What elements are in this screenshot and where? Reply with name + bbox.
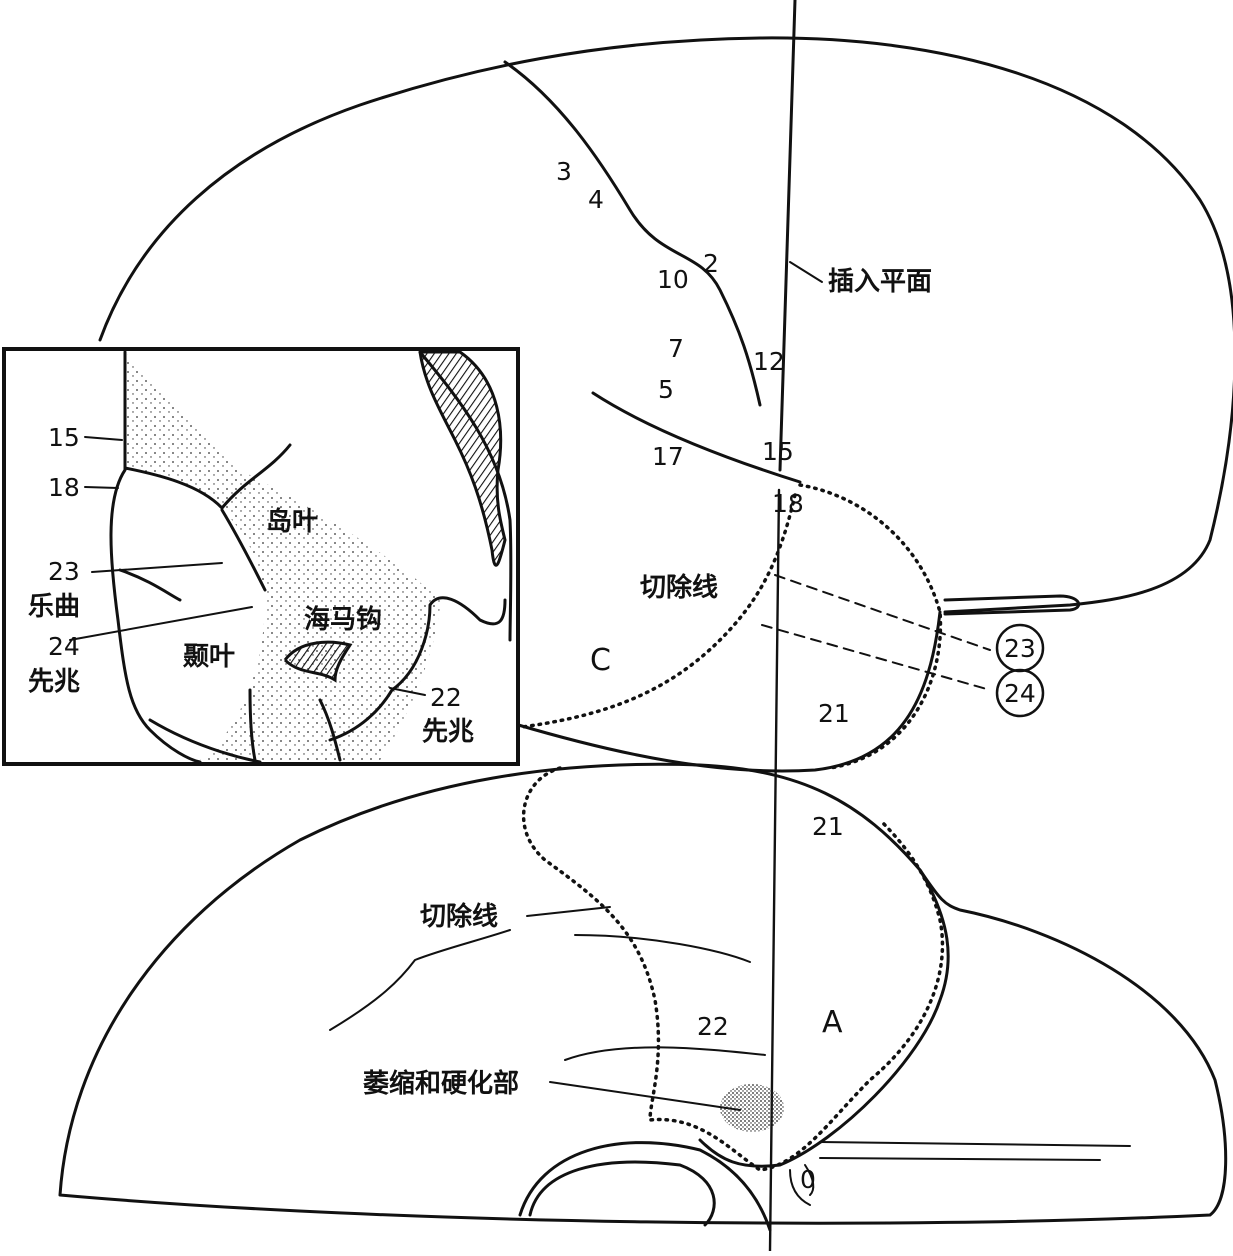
hippocampal-sulcus: [564, 1046, 766, 1061]
inset-label-15: 15: [48, 423, 80, 452]
sulcus-label-17: 17: [652, 442, 684, 471]
temporal-lobe-medial: [698, 868, 950, 1168]
brainstem-outline: [518, 1141, 772, 1232]
inset-choroid-structure: [418, 350, 507, 567]
callosal-sulcus: [574, 934, 751, 963]
lower-resection-line: [521, 766, 945, 1172]
inset-temporal-outline: [148, 596, 507, 764]
inset-label-23: 23: [48, 557, 80, 586]
region-a-label: A: [822, 1005, 843, 1040]
upper-resection-label: 切除线: [640, 572, 718, 603]
inset-label-23-desc: 乐曲: [28, 592, 80, 622]
insertion-plane-leader: [789, 261, 823, 283]
upper-brain-frontal-base: [943, 594, 1081, 616]
lesion-leader: [549, 1081, 741, 1111]
inset-stipple-area: [125, 352, 440, 760]
upper-brain-outline: [98, 36, 1233, 614]
central-sulcus: [503, 60, 762, 407]
inset-temporal-lobe-label: 颞叶: [182, 642, 235, 672]
pituitary-stalk: [789, 1164, 815, 1206]
lower-resection-leader: [526, 906, 611, 917]
insertion-plane-line-lower: [768, 488, 781, 1253]
electrode-24-circle: [995, 668, 1045, 718]
inset-sulcus-upper: [123, 443, 292, 510]
leader-22: [389, 687, 426, 696]
inset-uncus-label: 海马钩: [304, 605, 382, 635]
cingulate-sulcus: [329, 929, 511, 1031]
inset-label-18: 18: [48, 473, 80, 502]
sulcus-label-15: 15: [762, 437, 794, 466]
inset-cortex-outline: [109, 350, 202, 764]
sulcus-label-3: 3: [556, 157, 572, 186]
leader-15: [84, 436, 123, 441]
sulcus-label-12: 12: [753, 347, 785, 376]
upper-resection-line: [513, 483, 943, 770]
inset-label-24-desc: 先兆: [28, 667, 80, 697]
sulcus-label-4: 4: [588, 185, 604, 214]
leader-23: [91, 562, 223, 573]
sulcus-label-18: 18: [772, 489, 804, 518]
lower-resection-label: 切除线: [420, 901, 498, 932]
upper-brain-bottom: [513, 610, 942, 773]
leader-24: [69, 606, 253, 641]
inset-label-24: 24: [48, 632, 80, 661]
lesion-label: 萎缩和硬化部: [362, 1068, 519, 1099]
lower-label-22: 22: [697, 1012, 729, 1041]
inset-sulcus-lower: [220, 508, 267, 592]
electrode-24-track: [761, 624, 991, 691]
electrode-23-label: 23: [1004, 634, 1036, 663]
inset-label-22-desc: 先兆: [422, 717, 474, 747]
inset-uncus-shape: [283, 640, 353, 683]
lower-label-21: 21: [812, 812, 844, 841]
lower-label-0: 0: [800, 1165, 816, 1194]
inset-insula-label: 岛叶: [266, 506, 318, 537]
region-c-label: C: [590, 643, 611, 678]
optic-nerve: [819, 1141, 1131, 1161]
sulcus-label-10: 10: [657, 265, 689, 294]
leader-18: [84, 486, 119, 489]
inset-label-22: 22: [430, 683, 462, 712]
sulcus-label-21: 21: [818, 699, 850, 728]
lesion-stipple: [720, 1084, 784, 1132]
sulcus-label-7: 7: [668, 334, 684, 363]
sulcus-label-2: 2: [703, 249, 719, 278]
insertion-plane-line: [778, 0, 797, 472]
electrode-24-label: 24: [1004, 679, 1036, 708]
insertion-plane-label: 插入平面: [828, 267, 932, 297]
midbrain-ring: [528, 1160, 716, 1227]
sylvian-fissure: [591, 391, 802, 484]
inset-sulcus-side: [118, 568, 182, 602]
lower-brain-outline: [58, 762, 1228, 1225]
electrode-23-track: [774, 574, 991, 651]
sulcus-label-5: 5: [658, 375, 674, 404]
